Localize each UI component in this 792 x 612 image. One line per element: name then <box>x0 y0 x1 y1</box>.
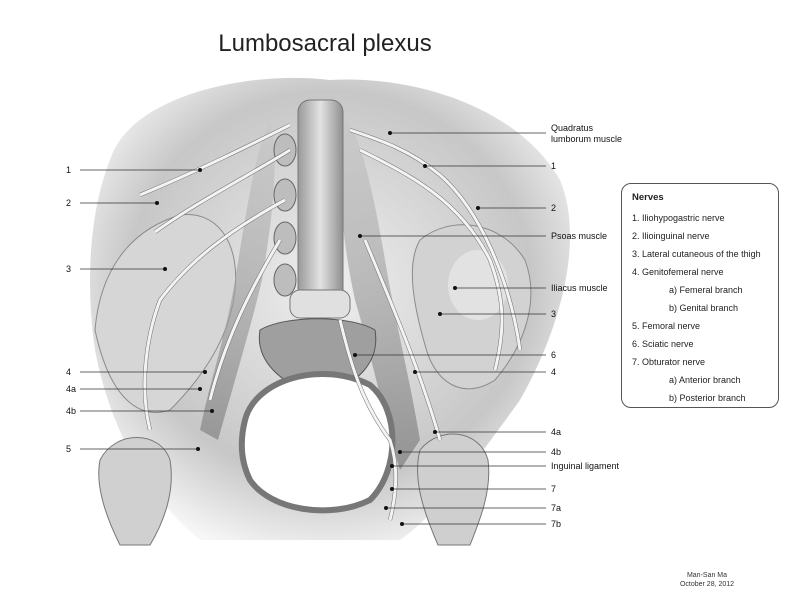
label-right-7a: 7a <box>551 503 562 513</box>
legend-item: 6. Sciatic nerve <box>632 339 694 349</box>
legend-subitem: b) Genital branch <box>669 303 739 313</box>
label-left-2: 2 <box>66 198 72 208</box>
leader-dots <box>155 131 480 526</box>
label-right-4a: 4a <box>551 427 562 437</box>
label-psoas-muscle: Psoas muscle <box>551 231 608 241</box>
legend-item: 2. Ilioinguinal nerve <box>632 231 710 241</box>
nerves <box>139 123 522 521</box>
legend-item: 1. Iliohypogastric nerve <box>632 213 725 223</box>
legend-item: 5. Femoral nerve <box>632 321 701 331</box>
right-femur <box>417 433 490 546</box>
label-right-3: 3 <box>551 309 557 319</box>
psoas-muscle-left <box>200 120 275 440</box>
legend-subitem: a) Femeral branch <box>669 285 743 295</box>
legend-item: 4. Genitofemeral nerve <box>632 267 724 277</box>
label-quadratus-lumborum: Quadratus lumborum muscle <box>551 123 623 144</box>
label-right-2: 2 <box>551 203 557 213</box>
label-iliacus-muscle: Iliacus muscle <box>551 283 608 293</box>
psoas-muscle-right <box>340 120 420 470</box>
label-right-1: 1 <box>551 161 557 171</box>
label-left-4a: 4a <box>66 384 77 394</box>
leader-lines <box>80 132 546 525</box>
author-name: Man-San Ma <box>686 572 728 579</box>
legend-item: 7. Obturator nerve <box>632 357 706 367</box>
label-left-4b: 4b <box>66 406 77 416</box>
legend-item: 3. Lateral cutaneous of the thigh <box>632 249 761 259</box>
label-inguinal-ligament: Inguinal ligament <box>551 461 620 471</box>
pelvic-inlet <box>238 370 396 514</box>
label-right-7: 7 <box>551 484 557 494</box>
label-left-5: 5 <box>66 444 72 454</box>
legend-subitem: a) Anterior branch <box>669 375 741 385</box>
author-credit: Man-San Ma October 28, 2012 <box>672 571 742 589</box>
label-left-4: 4 <box>66 367 72 377</box>
nerves-legend: Nerves 1. Iliohypogastric nerve 2. Ilioi… <box>621 183 779 408</box>
credit-date: October 28, 2012 <box>679 581 735 588</box>
page-title: Lumbosacral plexus <box>218 30 432 57</box>
label-left-3: 3 <box>66 264 72 274</box>
label-right-4b: 4b <box>551 447 562 457</box>
label-right-6: 6 <box>551 350 557 360</box>
legend-subitem: b) Posterior branch <box>669 393 746 403</box>
lumbar-spine <box>273 99 351 319</box>
label-right-7b: 7b <box>551 519 562 529</box>
left-femur <box>98 437 172 546</box>
label-left-1: 1 <box>66 165 72 175</box>
label-right-4: 4 <box>551 367 557 377</box>
legend-heading: Nerves <box>632 192 664 203</box>
